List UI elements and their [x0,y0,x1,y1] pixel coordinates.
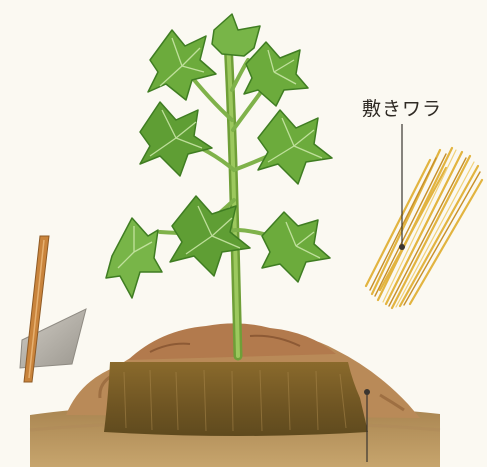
plant-leaves [106,14,332,298]
hoe-icon [20,236,86,382]
leaf [262,212,330,282]
straw-mulch-label: 敷きワラ [362,94,442,121]
leaf [244,42,308,106]
leaf [140,102,212,176]
straw-bundle-illustration [366,148,482,308]
soil-ridge-body [104,362,368,436]
soil-top-mound [128,323,336,360]
straw-leader-dot [399,244,405,250]
ridge-leader-dot [364,389,370,395]
leaf [212,14,260,56]
